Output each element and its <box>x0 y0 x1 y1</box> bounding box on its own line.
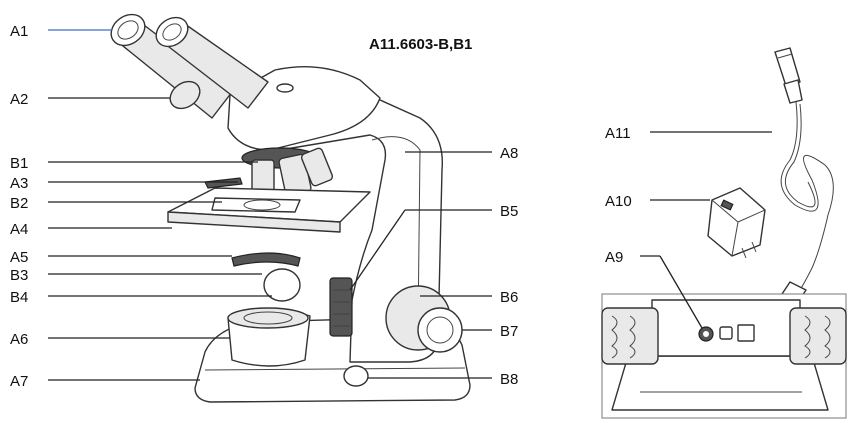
label-a3: A3 <box>10 175 28 192</box>
label-b1: B1 <box>10 155 28 172</box>
label-a7: A7 <box>10 373 28 390</box>
label-a10: A10 <box>605 193 632 210</box>
label-a8: A8 <box>500 145 518 162</box>
stage-control-knob <box>329 277 353 337</box>
power-adapter <box>707 187 766 257</box>
label-b3: B3 <box>10 267 28 284</box>
label-b6: B6 <box>500 289 518 306</box>
microscope-illustration <box>110 13 471 403</box>
left-callouts: A1 A2 B1 A3 B2 A4 A5 B3 B4 A6 A7 <box>10 23 272 390</box>
label-a1: A1 <box>10 23 28 40</box>
label-a4: A4 <box>10 221 28 238</box>
label-a11: A11 <box>605 125 631 142</box>
right-callouts: A8 B5 B6 B7 B8 <box>349 145 518 388</box>
label-a6: A6 <box>10 331 28 348</box>
label-a9: A9 <box>605 249 623 266</box>
label-b4: B4 <box>10 289 28 306</box>
usb-cable <box>780 101 834 291</box>
label-b5: B5 <box>500 203 518 220</box>
label-b7: B7 <box>500 323 518 340</box>
label-a5: A5 <box>10 249 28 266</box>
fine-focus-knob <box>417 307 463 353</box>
microscope-head <box>227 66 381 151</box>
accessory-callouts: A11 A10 A9 <box>605 125 772 329</box>
label-b8: B8 <box>500 371 518 388</box>
right-focus-knob-closeup <box>789 307 847 365</box>
label-b2: B2 <box>10 195 28 212</box>
light-dimmer-knob <box>343 365 369 387</box>
power-accessories <box>601 47 847 419</box>
label-a2: A2 <box>10 91 28 108</box>
model-title: A11.6603-B,B1 <box>369 36 472 53</box>
